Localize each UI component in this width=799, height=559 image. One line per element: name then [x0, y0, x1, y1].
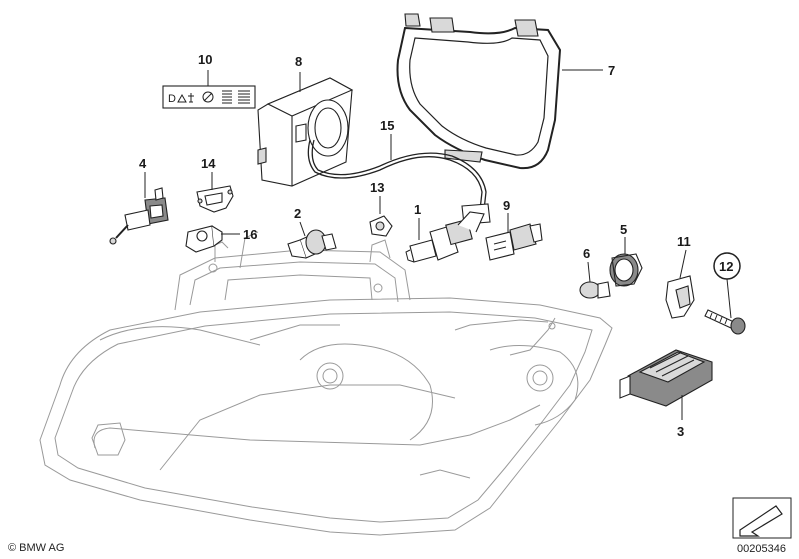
part-3-control-module: [619, 349, 713, 407]
callout-14: 14: [201, 156, 216, 171]
callout-10: 10: [198, 52, 212, 67]
footer: © BMW AG 00205346: [8, 497, 792, 555]
part-5-socket: [609, 253, 643, 287]
part-2-bulb: [287, 229, 337, 259]
callout-12: 12: [719, 259, 733, 274]
diagram-number: 00205346: [737, 543, 786, 555]
callout-4: 4: [139, 156, 147, 171]
part-14-bracket: [196, 185, 234, 213]
callout-9: 9: [503, 198, 510, 213]
part-13-gasket: [369, 215, 393, 237]
part-7-cover-frame: [396, 13, 562, 170]
callout-12-circle: [713, 252, 741, 280]
callout-numbers: 10 8 7 15 4 14 13 1 2 9 16 5 6 11 12 3: [139, 52, 741, 439]
callout-13: 13: [370, 180, 384, 195]
part-1-xenon-bulb: [405, 211, 485, 263]
callout-3: 3: [677, 424, 684, 439]
part-11-bracket: [665, 275, 695, 319]
part-6-bulb: [579, 281, 611, 299]
part-8-ballast-unit: [257, 77, 354, 187]
part-10-warning-label: D: [162, 85, 256, 109]
part-4-adjuster: [109, 187, 169, 245]
callout-2: 2: [294, 206, 301, 221]
headlight-housing: [39, 231, 613, 536]
callout-16: 16: [243, 227, 257, 242]
callout-5: 5: [620, 222, 627, 237]
orientation-arrow-icon: [739, 505, 783, 537]
part-16-clip: [185, 225, 223, 253]
part-9-bulb-holder: [485, 223, 543, 261]
callout-15: 15: [380, 118, 394, 133]
callout-6: 6: [583, 246, 590, 261]
part-12-screw: [704, 309, 746, 335]
callout-8: 8: [295, 54, 302, 69]
callout-11: 11: [677, 234, 691, 249]
copyright-text: © BMW AG: [8, 542, 64, 554]
callout-7: 7: [608, 63, 615, 78]
warning-label-text: D: [168, 93, 176, 105]
leader-lines: [144, 69, 732, 420]
callout-1: 1: [414, 202, 421, 217]
